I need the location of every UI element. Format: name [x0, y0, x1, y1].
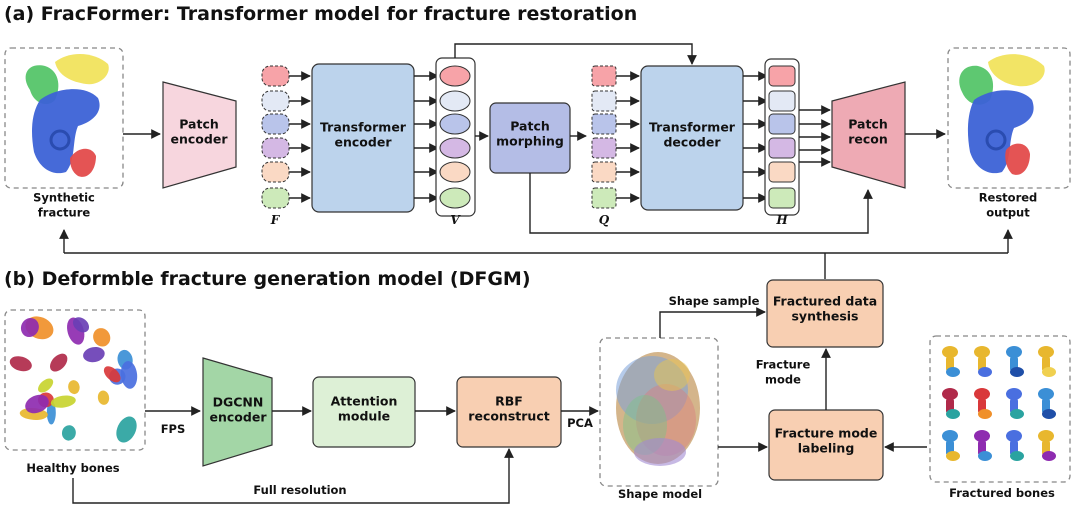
restored-output-image [959, 54, 1045, 175]
healthy-bones-image [9, 316, 138, 443]
var-q-label: Q [599, 213, 610, 227]
fractured-bones-panel: Fractured bones [929, 335, 1071, 500]
token-v-2 [439, 113, 471, 135]
token-f-5 [261, 187, 290, 209]
token-f-4 [261, 161, 290, 183]
fps-label: FPS [161, 422, 186, 436]
token-h-1 [768, 90, 796, 112]
shape-model-panel: Shape model [599, 337, 719, 501]
token-h-4 [768, 161, 796, 183]
token-h-0 [768, 65, 796, 87]
token-h-2 [768, 113, 796, 135]
token-q-3 [591, 137, 617, 159]
healthy-bones-label: Healthy bones [26, 461, 119, 475]
pca-label: PCA [567, 416, 593, 430]
token-f-0 [261, 65, 290, 87]
token-v-1 [439, 90, 471, 112]
token-f-3 [261, 137, 290, 159]
token-q-5 [591, 187, 617, 209]
token-v-3 [439, 137, 471, 159]
token-v-5 [439, 187, 471, 209]
token-column-f [261, 65, 290, 209]
token-v-4 [439, 161, 471, 183]
healthy-bones-panel: Healthy bones [4, 309, 146, 475]
token-q-0 [591, 65, 617, 87]
token-q-2 [591, 113, 617, 135]
token-h-3 [768, 137, 796, 159]
token-q-4 [591, 161, 617, 183]
token-column-q [591, 65, 617, 209]
var-h-label: H [775, 213, 788, 227]
synthetic-fracture-image [25, 53, 109, 177]
token-column-h [764, 58, 800, 216]
var-f-label: F [270, 213, 281, 227]
token-h-5 [768, 187, 796, 209]
shape-model-image [616, 352, 700, 466]
full-resolution-label: Full resolution [253, 483, 346, 497]
fractured-bones-label: Fractured bones [949, 486, 1055, 500]
shape-sample-label: Shape sample [669, 294, 760, 308]
token-f-2 [261, 113, 290, 135]
part-a-title: (a) FracFormer: Transformer model for fr… [4, 3, 637, 25]
shape-model-label: Shape model [618, 487, 702, 501]
part-b-title: (b) Deformble fracture generation model … [4, 268, 531, 290]
token-f-1 [261, 90, 290, 112]
token-v-0 [439, 65, 471, 87]
fractured-bones-image [942, 346, 1056, 461]
token-column-v [435, 57, 476, 217]
var-v-label: V [450, 213, 461, 227]
token-q-1 [591, 90, 617, 112]
